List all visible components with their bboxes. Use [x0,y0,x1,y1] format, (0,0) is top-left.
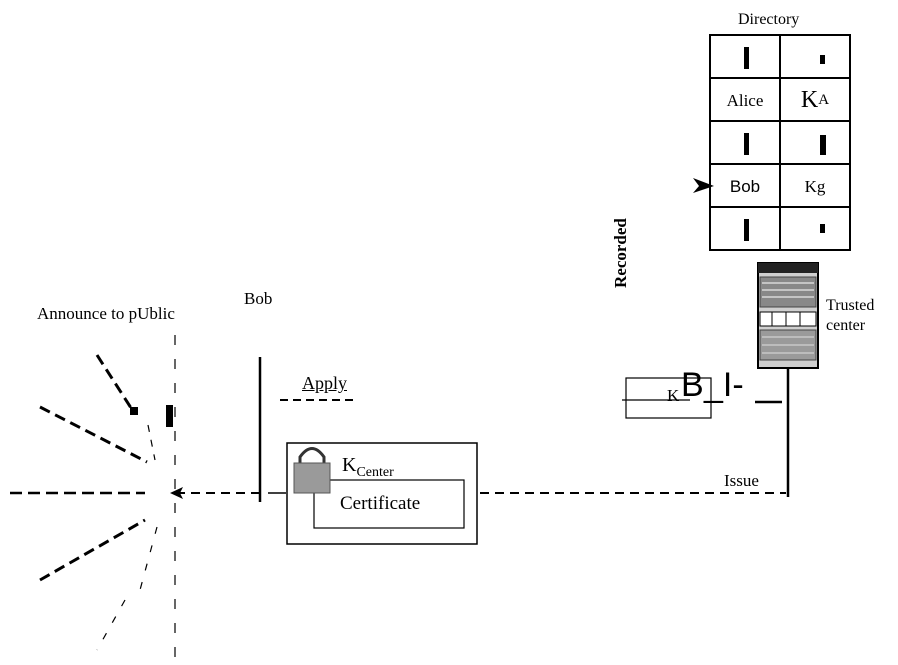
directory-name-alice: Alice [712,80,778,121]
directory-name-bob: Bob [712,166,778,207]
key-subscript: A [818,92,829,109]
directory-ellipsis-marks [744,47,826,241]
key-letter: K [801,87,818,114]
apply-label: Apply [302,374,347,392]
key-token-k: K [667,387,679,404]
issue-label: Issue [724,472,759,489]
trusted-center-line1: Trusted [826,296,874,316]
announce-burst [10,335,175,665]
directory-title: Directory [738,12,799,28]
recorded-label: Recorded [612,218,629,288]
server-icon [758,263,818,368]
announce-label: Announce to pUblic [37,305,175,322]
key-token-b: B [681,368,704,402]
certificate-key-subscript: Center [356,465,393,480]
lock-icon [294,449,330,494]
trusted-center-label: Trusted center [826,296,874,336]
certificate-key: KCenter [342,455,394,480]
bob-label: Bob [244,290,272,307]
key-token-tail: _I- [704,368,744,402]
announce-marks [130,405,173,427]
certificate-label: Certificate [340,494,420,513]
certificate-key-letter: K [342,454,356,476]
directory-key-bob: Kg [782,166,848,207]
directory-table [710,35,850,250]
trusted-center-line2: center [826,316,874,336]
